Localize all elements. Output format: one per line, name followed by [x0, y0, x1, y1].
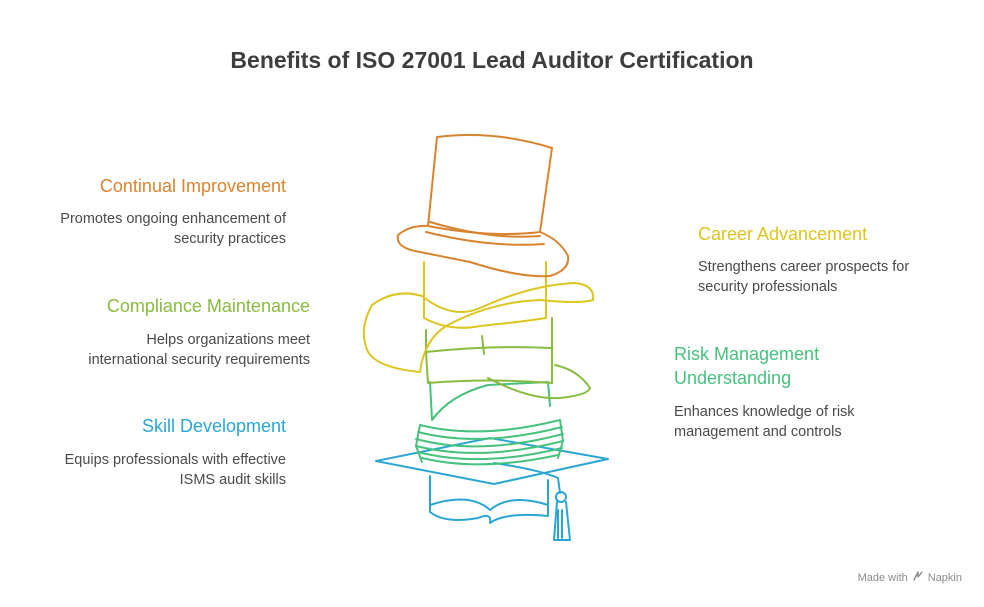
bucket-hat-icon	[415, 381, 564, 466]
continual-improvement-description: Promotes ongoing enhancement of security…	[60, 211, 286, 247]
cowboy-hat-icon	[362, 261, 595, 373]
career-advancement-description: Strengthens career prospects for securit…	[698, 259, 910, 295]
risk-management-label: Risk Management Understanding	[674, 344, 820, 388]
skill-development-label: Skill Development	[141, 416, 286, 436]
footer-attribution: Made with Napkin	[858, 570, 962, 585]
top-hat-icon	[396, 134, 570, 278]
continual-improvement-label: Continual Improvement	[99, 176, 286, 196]
compliance-maintenance-label: Compliance Maintenance	[106, 296, 310, 316]
risk-management-description: Enhances knowledge of risk management an…	[674, 404, 855, 440]
made-with-text: Made with	[857, 571, 908, 584]
career-advancement-label: Career Advancement	[698, 224, 868, 244]
diagram-title: Benefits of ISO 27001 Lead Auditor Certi…	[230, 47, 754, 73]
wide-brim-hat-icon	[425, 317, 591, 400]
skill-development-description: Equips professionals with effective ISMS…	[64, 452, 286, 488]
compliance-maintenance-description: Helps organizations meet international s…	[88, 332, 310, 368]
napkin-brand-text: Napkin	[927, 571, 962, 584]
napkin-logo-icon	[912, 570, 924, 585]
